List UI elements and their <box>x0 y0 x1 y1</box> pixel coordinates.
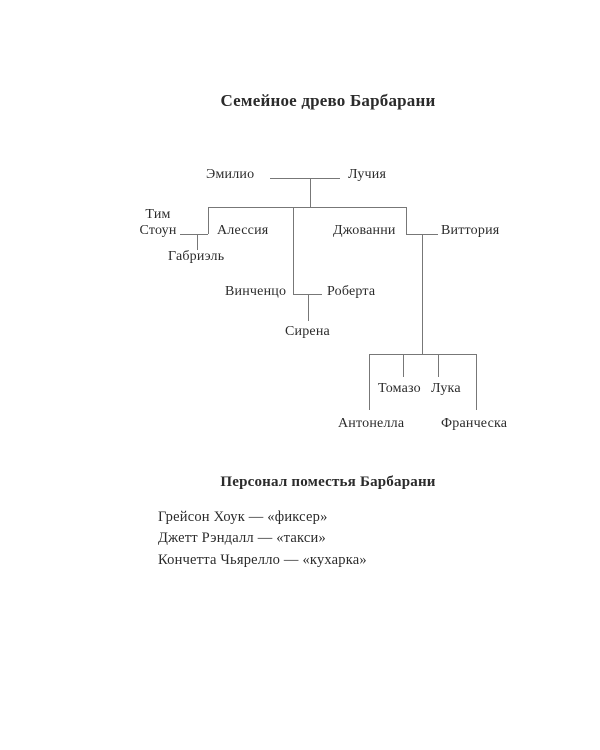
connector-stoun-alessia <box>180 234 208 235</box>
person-label-alessia: Алессия <box>217 223 269 238</box>
staff-list: Грейсон Хоук — «фиксер» Джетт Рэндалл — … <box>158 507 367 571</box>
drop-gabriel <box>197 234 198 250</box>
person-label-sirena: Сирена <box>285 324 330 339</box>
drop-alessia <box>208 207 209 234</box>
person-label-tomazo: Томазо <box>378 381 421 396</box>
person-label-giovanni: Джованни <box>333 223 396 238</box>
bar-giovanni-children <box>369 354 477 355</box>
drop-tomazo <box>403 354 404 377</box>
drop-francheska <box>476 354 477 410</box>
drop-emilio-lucia-children <box>310 178 311 207</box>
person-label-francheska: Франческа <box>441 416 508 431</box>
connector-emilio-lucia <box>270 178 340 179</box>
person-label-lucia: Лучия <box>348 167 387 182</box>
drop-luka <box>438 354 439 377</box>
staff-member: Джетт Рэндалл — «такси» <box>158 530 326 547</box>
person-label-vittoria: Виттория <box>441 223 500 238</box>
family-tree-title: Семейное древо Барбарани <box>220 91 436 110</box>
drop-vincenzo <box>293 207 294 294</box>
staff-member: Кончетта Чьярелло — «кухарка» <box>158 551 367 568</box>
person-label-vincenzo: Винченцо <box>225 284 287 299</box>
person-label-gabriel: Габриэль <box>168 249 225 264</box>
person-label-tim-stoun: Тим Стоун <box>139 207 177 238</box>
person-label-luka: Лука <box>431 381 461 396</box>
drop-giovanni <box>406 207 407 234</box>
person-label-emilio: Эмилио <box>206 167 255 182</box>
drop-giovanni-children <box>422 234 423 354</box>
connector-vincenzo-roberta <box>293 294 322 295</box>
bar-generation2-siblings <box>208 207 407 208</box>
drop-antonella <box>369 354 370 410</box>
staff-member: Грейсон Хоук — «фиксер» <box>158 509 328 525</box>
person-label-roberta: Роберта <box>327 284 376 299</box>
drop-sirena <box>308 294 309 321</box>
staff-heading: Персонал поместья Барбарани <box>220 474 436 490</box>
person-label-antonella: Антонелла <box>338 416 405 431</box>
